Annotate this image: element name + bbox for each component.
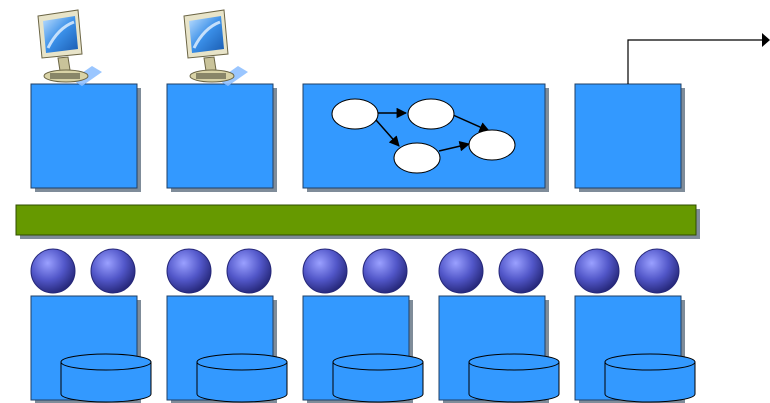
workflow-node [407,98,455,130]
database-cylinder-icon [468,353,560,403]
top-module-1 [30,83,141,192]
workflow-node [468,129,516,161]
sphere-icon [438,248,484,294]
external-connection-arrow [627,33,770,84]
bottom-module [166,248,288,403]
database-cylinder-icon [332,353,424,403]
bottom-module [302,248,424,403]
sphere-icon [498,248,544,294]
workflow-node [331,98,379,130]
database-cylinder-icon [60,353,152,403]
computer-monitor-icon [37,9,102,86]
bus-bar [15,204,700,239]
workflow-graph [331,98,516,174]
database-cylinder-icon [604,353,696,403]
computer-monitor-icon [183,9,248,86]
sphere-icon [574,248,620,294]
top-module-4 [574,83,685,192]
database-cylinder-icon [196,353,288,403]
sphere-icon [30,248,76,294]
sphere-icon [634,248,680,294]
sphere-icon [166,248,212,294]
bottom-module [30,248,152,403]
bottom-row [30,248,696,403]
arrow-right-icon [762,33,770,47]
bottom-module [438,248,560,403]
sphere-icon [302,248,348,294]
sphere-icon [226,248,272,294]
bottom-module [574,248,696,403]
sphere-icon [90,248,136,294]
top-module-2 [166,83,277,192]
sphere-icon [362,248,408,294]
workflow-node [393,142,441,174]
